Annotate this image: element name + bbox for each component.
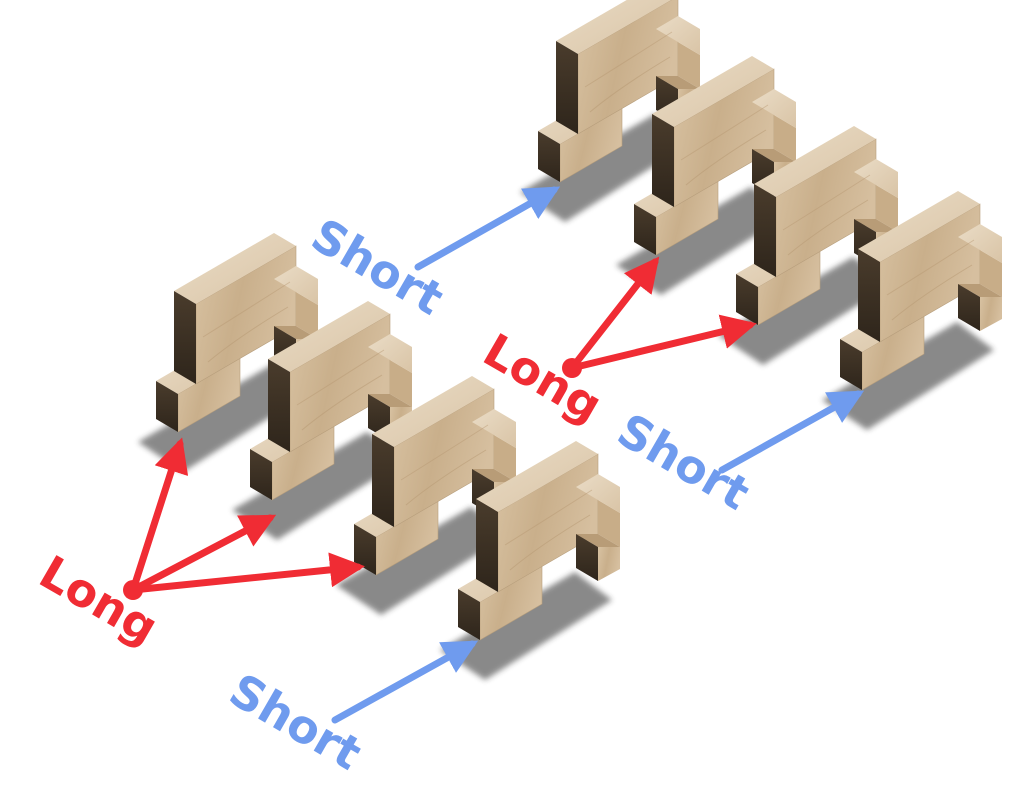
long-origin-dot bbox=[123, 580, 143, 600]
short-arrow bbox=[414, 186, 561, 271]
long-arrow bbox=[568, 256, 660, 372]
long-arrow bbox=[129, 552, 365, 594]
long-arrow bbox=[129, 437, 189, 594]
short-arrow bbox=[331, 640, 479, 724]
right-short-arrows bbox=[718, 390, 865, 474]
long-label: Long bbox=[31, 545, 168, 655]
short-arrow bbox=[718, 390, 865, 474]
short-label: Short bbox=[609, 403, 759, 521]
left-short-arrows bbox=[331, 186, 561, 724]
left-long-arrows bbox=[129, 437, 365, 594]
long-arrow bbox=[129, 514, 277, 594]
long-arrow bbox=[568, 314, 757, 372]
short-label: Short bbox=[221, 663, 371, 781]
right-long-arrows bbox=[568, 256, 757, 372]
long-origin-dot bbox=[562, 358, 582, 378]
left-group bbox=[138, 233, 620, 680]
